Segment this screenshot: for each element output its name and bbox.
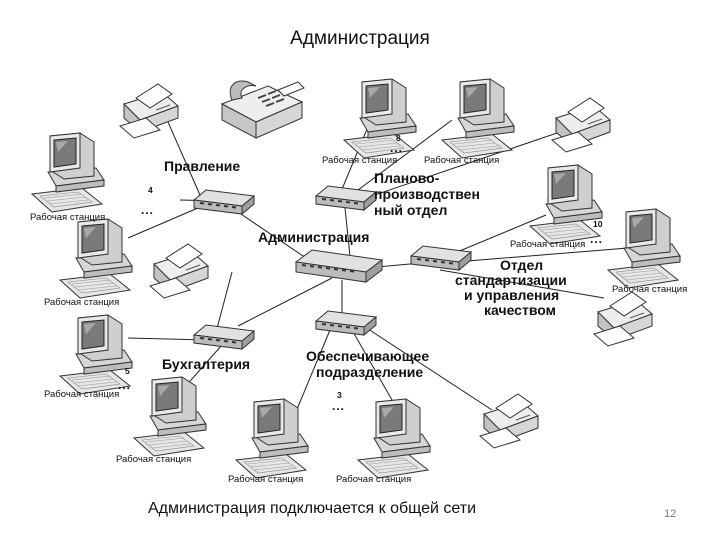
printer-icon: [593, 291, 653, 347]
ellipsis: ...: [141, 203, 154, 217]
dept-label-pravlenie: Правление: [164, 158, 240, 174]
printer-icon: [479, 393, 539, 449]
printer-icon: [119, 83, 179, 139]
count-label-pravlenie: 4: [148, 185, 153, 195]
workstation-icon: [235, 398, 309, 479]
ellipsis: ...: [590, 232, 603, 246]
workstation-icon: [133, 376, 207, 457]
page-number: 12: [664, 508, 677, 520]
network-cables: [127, 116, 629, 415]
count-label-otdel: 10: [593, 219, 603, 229]
dept-label-planovo-2: производствен: [374, 186, 480, 202]
network-hub-icon: [315, 185, 377, 211]
slide-title: Администрация: [290, 28, 430, 49]
network-hub-icon: [193, 189, 255, 215]
ellipsis: ...: [332, 399, 345, 413]
workstation-label: Рабочая станция: [116, 454, 191, 465]
dept-label-planovo-1: Планово-: [374, 170, 440, 186]
workstation-label: Рабочая станция: [322, 155, 397, 166]
dept-label-administratsiya: Администрация: [258, 229, 369, 245]
ellipsis: ...: [118, 378, 131, 392]
slide-caption: Администрация подключается к общей сети: [148, 500, 477, 517]
count-label-obesp: 3: [337, 390, 342, 400]
workstation-icon: [59, 218, 133, 299]
workstation-label: Рабочая станция: [44, 389, 119, 400]
dept-label-otdel-3: и управления: [464, 287, 559, 303]
workstation-label: Рабочая станция: [510, 239, 585, 250]
ellipsis: ...: [390, 141, 403, 155]
fax-icon: [221, 79, 305, 139]
workstation-label: Рабочая станция: [44, 297, 119, 308]
workstation-icon: [441, 78, 515, 159]
workstation-icon: [31, 132, 105, 213]
workstation-icon: [343, 78, 417, 159]
dept-label-otdel-1: Отдел: [500, 257, 543, 273]
workstation-icon: [357, 398, 431, 479]
workstation-label: Рабочая станция: [30, 212, 105, 223]
dept-label-planovo-3: ный отдел: [374, 202, 447, 218]
dept-label-obesp-2: подразделение: [316, 364, 423, 380]
workstation-label: Рабочая станция: [612, 284, 687, 295]
network-hub-icon: [315, 310, 377, 336]
dept-label-otdel-4: качеством: [484, 302, 556, 318]
count-label-bukhgalteriya: 5: [125, 366, 130, 376]
dept-label-otdel-2: стандартизации: [455, 272, 567, 288]
printer-icon: [149, 243, 209, 299]
count-label-planovo: 8: [396, 133, 401, 143]
printer-icon: [551, 97, 611, 153]
workstation-label: Рабочая станция: [424, 155, 499, 166]
dept-label-obesp-1: Обеспечивающее: [306, 348, 429, 364]
workstation-label: Рабочая станция: [336, 474, 411, 485]
workstation-label: Рабочая станция: [228, 474, 303, 485]
dept-label-bukhgalteriya: Бухгалтерия: [162, 356, 250, 372]
network-hub-icon: [295, 249, 383, 283]
network-hub-icon: [193, 324, 255, 350]
